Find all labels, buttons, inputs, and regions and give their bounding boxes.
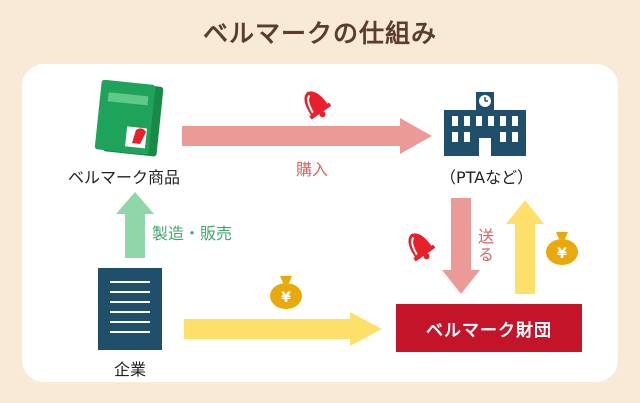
manufacture-arrow xyxy=(116,192,154,258)
money-bag-icon: ¥ xyxy=(546,232,578,265)
manufacture-label: 製造・販売 xyxy=(152,224,233,243)
school-building-icon xyxy=(444,92,526,156)
purchase-arrow xyxy=(182,118,432,154)
svg-text:¥: ¥ xyxy=(557,246,567,262)
svg-text:¥: ¥ xyxy=(281,290,291,306)
product-label: ベルマーク商品 xyxy=(68,168,181,187)
send-arrow xyxy=(442,198,480,294)
bell-icon xyxy=(304,91,332,120)
send-label: 送る xyxy=(475,228,494,264)
office-building-icon xyxy=(98,268,162,350)
grant-arrow xyxy=(506,200,544,294)
money-bag-icon: ¥ xyxy=(270,276,302,309)
payment-arrow xyxy=(184,312,382,346)
company-label: 企業 xyxy=(114,360,147,379)
foundation-box: ベルマーク財団 xyxy=(396,304,582,352)
purchase-label: 購入 xyxy=(296,160,329,179)
bell-icon xyxy=(408,233,436,262)
school-label: （PTAなど） xyxy=(440,168,534,187)
book-icon xyxy=(94,80,164,157)
diagram-title: ベルマークの仕組み xyxy=(202,19,437,48)
